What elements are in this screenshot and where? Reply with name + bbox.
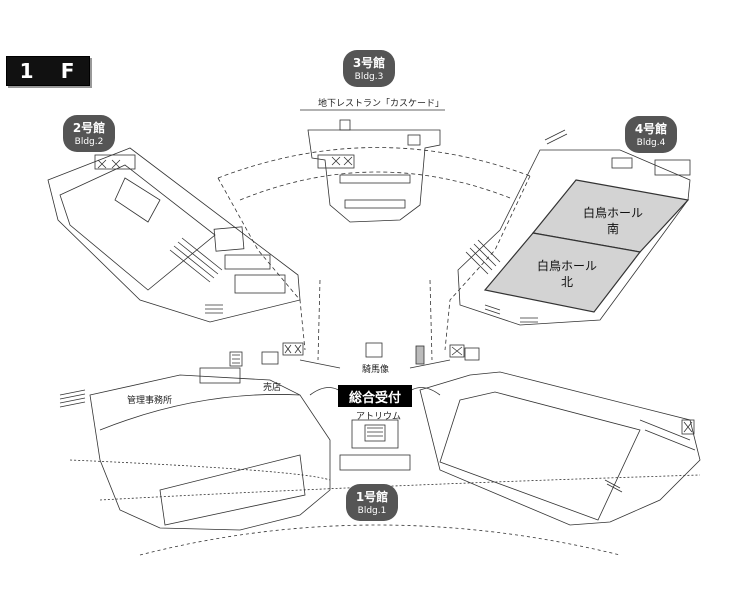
bldg1-badge[interactable]: 1号館 Bldg.1 — [346, 484, 398, 521]
bldg3-badge[interactable]: 3号館 Bldg.3 — [343, 50, 395, 87]
bldg3-en: Bldg.3 — [354, 72, 384, 82]
bldg4-badge[interactable]: 4号館 Bldg.4 — [625, 116, 677, 153]
bldg3-outline — [300, 109, 445, 223]
bldg4-outline — [457, 129, 691, 326]
bldg4-en: Bldg.4 — [636, 138, 666, 148]
bldg1-name: 1号館 — [355, 490, 389, 504]
bldg1-right-outline — [419, 371, 701, 526]
bldg1-en: Bldg.1 — [357, 506, 387, 516]
reception-label[interactable]: 総合受付 — [338, 385, 412, 407]
corridor-arc-north-inner — [239, 171, 511, 201]
hall-north-area — [483, 232, 642, 313]
atrium-label: アトリウム — [356, 412, 402, 422]
admin-office-label: 管理事務所 — [127, 396, 173, 406]
basement-restaurant-label: 地下レストラン「カスケード」 — [318, 99, 445, 109]
bldg4-name: 4号館 — [634, 122, 668, 136]
hall-south-name: 白鳥ホール — [582, 206, 643, 220]
bldg2-en: Bldg.2 — [74, 137, 104, 147]
corridor-arc-north — [217, 147, 531, 179]
bldg2-name: 2号館 — [72, 121, 106, 135]
hall-south-suffix: 南 — [606, 222, 619, 236]
bldg3-name: 3号館 — [352, 56, 386, 70]
hall-north-suffix: 北 — [560, 275, 573, 289]
statue-label: 騎馬像 — [362, 365, 390, 375]
bldg1-left-outline — [59, 367, 331, 531]
hall-north-name: 白鳥ホール — [536, 259, 597, 273]
shop-label: 売店 — [263, 383, 282, 393]
hall-south-label[interactable]: 白鳥ホール 南 — [578, 205, 648, 237]
statue-marker — [415, 345, 425, 365]
hall-north-label[interactable]: 白鳥ホール 北 — [532, 258, 602, 290]
floor-letter: F — [60, 59, 77, 83]
outer-ring-bottom — [139, 524, 621, 556]
floor-number: 1 — [19, 59, 36, 83]
bldg2-outline — [47, 147, 301, 323]
bldg2-badge[interactable]: 2号館 Bldg.2 — [63, 115, 115, 152]
floor-indicator: 1 F — [6, 56, 90, 86]
